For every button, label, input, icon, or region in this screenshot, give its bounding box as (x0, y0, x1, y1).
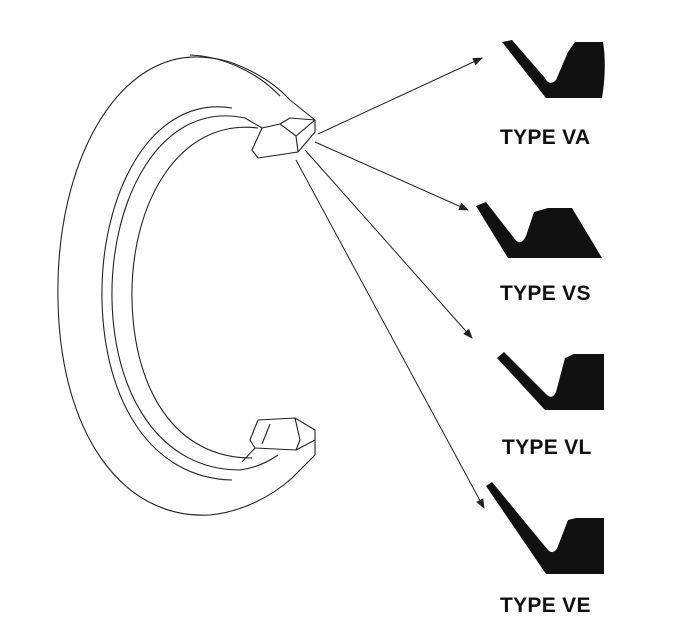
bottom-cut-section-detail (261, 417, 301, 451)
ring-groove-edge-1 (101, 106, 233, 481)
label-type-va: TYPE VA (500, 126, 590, 149)
arrow-to-type-va (317, 57, 483, 135)
pointer-arrows (295, 57, 485, 509)
ring-front-inner-edge (111, 115, 246, 471)
ring-top-surface (209, 57, 316, 121)
ring-bottom-surface (209, 454, 316, 516)
arrow-to-type-vs (314, 141, 469, 211)
top-cut-section-detail (279, 119, 316, 153)
ring-top-lip (244, 117, 263, 129)
profile-type-va (502, 40, 605, 98)
arrow-to-type-vl (304, 149, 473, 339)
ring-top-surface-inner (189, 54, 281, 97)
ring-groove-edge-2 (131, 126, 259, 459)
bottom-cut-section (241, 417, 316, 463)
profile-type-vs (476, 202, 602, 258)
profile-type-vl (497, 352, 604, 410)
ring-bottom-surface-inner (239, 454, 279, 471)
arrow-to-type-ve (295, 159, 485, 509)
label-type-vs: TYPE VS (500, 282, 591, 305)
profile-type-ve (486, 482, 604, 574)
ring-outer-edge (57, 56, 211, 516)
seal-ring-drawing (57, 54, 316, 516)
top-cut-section (251, 117, 316, 159)
label-type-vl: TYPE VL (502, 436, 592, 459)
label-type-ve: TYPE VE (500, 594, 591, 617)
